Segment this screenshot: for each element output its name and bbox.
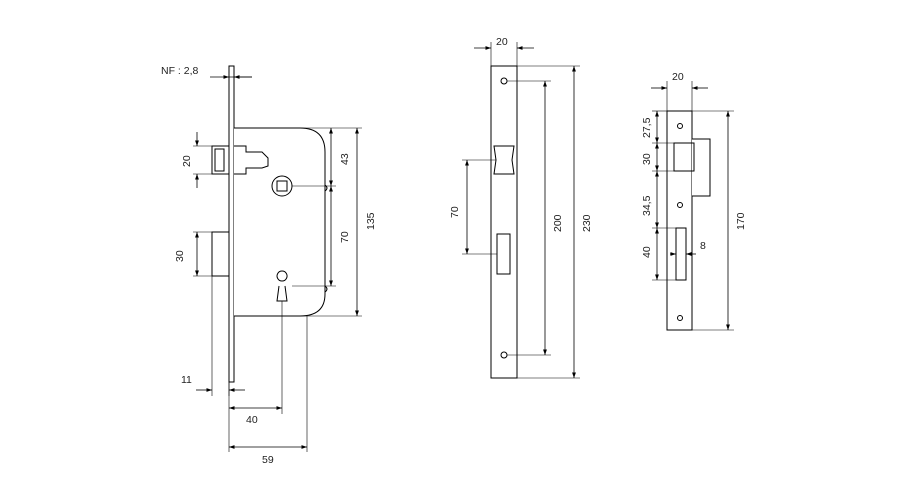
bolt-height-label: 30 bbox=[174, 250, 186, 262]
latch-mechanism bbox=[234, 145, 269, 175]
latch-bolt bbox=[211, 145, 230, 175]
cutout-distance-label: 70 bbox=[449, 206, 461, 218]
strike-length-label: 170 bbox=[735, 212, 747, 230]
latch-height-label: 20 bbox=[181, 155, 193, 167]
strike-lip bbox=[692, 138, 711, 197]
strike-screw-middle bbox=[677, 202, 683, 208]
faceplate-view: 20 70 200 230 bbox=[449, 36, 593, 379]
case-depth-label: 59 bbox=[262, 454, 274, 466]
strike-latch-opening-label: 30 bbox=[641, 153, 653, 165]
case-notch-top bbox=[324, 184, 328, 192]
strike-gap-label: 34,5 bbox=[641, 195, 653, 216]
strike-latch-opening bbox=[673, 142, 695, 172]
lock-case bbox=[234, 127, 326, 317]
strike-plate-view: 20 27,5 30 34,5 40 8 170 bbox=[641, 71, 747, 331]
upper-center-label: 43 bbox=[339, 153, 351, 165]
strike-screw-bottom bbox=[677, 315, 683, 321]
latch-bolt-inner bbox=[214, 148, 225, 172]
lock-faceplate bbox=[228, 65, 235, 383]
strike-bolt-opening-depth-label: 8 bbox=[700, 240, 706, 252]
center-distance-label: 70 bbox=[339, 231, 351, 243]
faceplate-length-label: 230 bbox=[581, 214, 593, 232]
spindle-square-icon bbox=[276, 180, 288, 192]
strike-plate-body bbox=[666, 110, 693, 331]
lock-body-view: NF : 2,8 20 30 11 40 59 43 bbox=[161, 65, 377, 466]
dead-bolt bbox=[211, 231, 230, 277]
faceplate-body bbox=[490, 65, 518, 379]
case-height-label: 135 bbox=[365, 212, 377, 230]
faceplate-thickness-label: NF : 2,8 bbox=[161, 65, 199, 77]
strike-bolt-opening-label: 40 bbox=[641, 246, 653, 258]
case-notch-bottom bbox=[324, 285, 328, 293]
keyhole-icon bbox=[276, 270, 288, 282]
backset-label: 40 bbox=[246, 414, 258, 426]
strike-width-label: 20 bbox=[672, 71, 684, 83]
backset-offset-label: 11 bbox=[181, 374, 192, 386]
strike-screw-top bbox=[677, 123, 683, 129]
strike-top-offset-label: 27,5 bbox=[641, 117, 653, 138]
faceplate-width-label: 20 bbox=[496, 36, 508, 48]
screw-distance-label: 200 bbox=[552, 214, 564, 232]
